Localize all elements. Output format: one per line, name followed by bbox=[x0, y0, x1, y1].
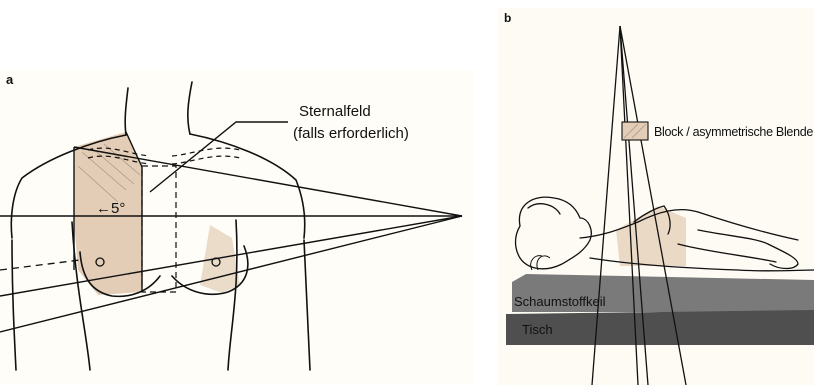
block-collimator bbox=[622, 122, 648, 140]
table-label: Tisch bbox=[522, 322, 553, 337]
tangential-field-right bbox=[200, 225, 240, 293]
angle-label: ←5° bbox=[96, 200, 125, 217]
panel-letter: b bbox=[504, 11, 511, 25]
chest-diagram: a Sternalfeld (falls erforderlich) ←5° bbox=[0, 70, 473, 385]
block-label: Block / asymmetrische Blende bbox=[654, 125, 813, 139]
callout-line-1: Sternalfeld bbox=[299, 103, 371, 120]
panel-b: b Block / asymmetrische Blende Schaumsto… bbox=[498, 8, 814, 385]
chest-field bbox=[616, 206, 686, 266]
callout-line-2: (falls erforderlich) bbox=[293, 125, 409, 142]
panel-a: a Sternalfeld (falls erforderlich) ←5° bbox=[0, 70, 473, 385]
body-outline bbox=[11, 82, 310, 370]
panel-letter: a bbox=[6, 72, 14, 87]
patient-side-view: b Block / asymmetrische Blende Schaumsto… bbox=[498, 8, 814, 385]
wedge-label: Schaumstoffkeil bbox=[514, 294, 606, 309]
